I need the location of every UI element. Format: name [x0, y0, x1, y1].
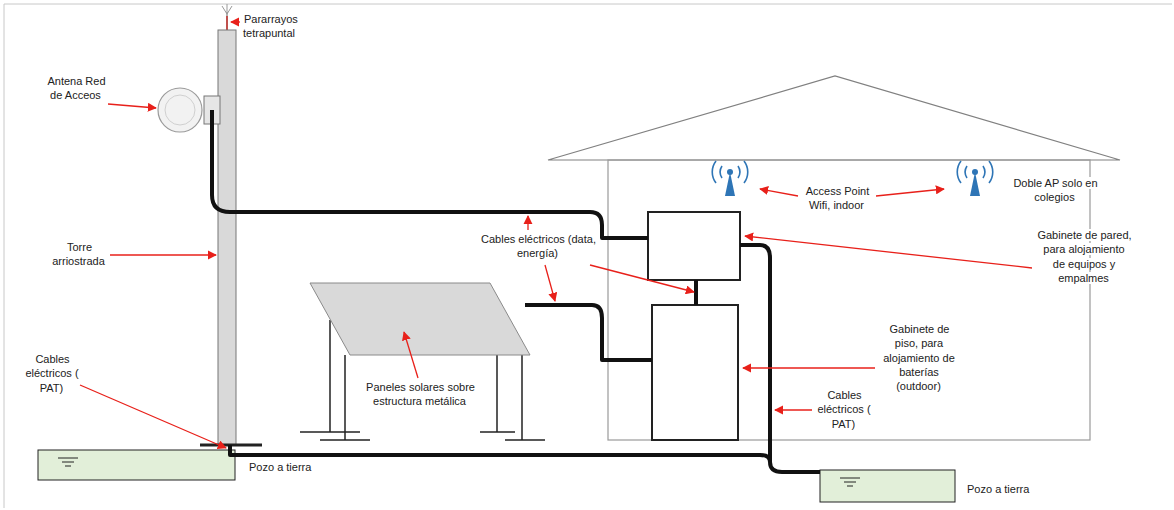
callout-label: Antena Red de Acceos — [44, 74, 108, 103]
ground-well — [38, 450, 235, 480]
label-text: Torre arriostrada — [52, 241, 106, 267]
ground-well — [820, 470, 955, 502]
house-roof — [548, 76, 1120, 160]
well-label: Pozo a tierra — [966, 482, 1056, 496]
callout-label: Paneles solares sobre estructura metálic… — [362, 380, 478, 409]
antenna-dish-ring — [165, 95, 195, 125]
label-text: Pozo a tierra — [248, 461, 312, 473]
antenna-dish — [158, 88, 202, 132]
ground-symbol — [58, 458, 78, 466]
callout-label: Torre arriostrada — [48, 240, 110, 269]
label-text: Cables eléctricos ( PAT) — [817, 389, 870, 430]
label-text: Paneles solares sobre estructura metálic… — [365, 381, 475, 407]
wifi-access-point — [712, 161, 748, 196]
label-text: Pozo a tierra — [966, 483, 1030, 495]
callout-label: Cables eléctricos (data, energía) — [478, 232, 598, 261]
floor-cabinet — [652, 305, 738, 440]
wall-cabinet — [648, 212, 740, 280]
callout-label: Cables eléctricos ( PAT) — [812, 388, 876, 431]
house-wall — [608, 160, 1090, 440]
callout-label: Gabinete de piso, para alojamiento de ba… — [876, 322, 962, 393]
callout-label: Cables eléctricos ( PAT) — [20, 352, 84, 395]
solar-panel — [310, 283, 530, 355]
frame — [4, 4, 1172, 508]
label-text: Access Point Wifi, indoor — [805, 185, 870, 211]
label-text: Cables eléctricos (data, energía) — [480, 233, 596, 259]
lightning-rod — [226, 12, 228, 30]
guyed-tower — [218, 30, 236, 445]
callout-label: Pararrayos tetrapuntal — [243, 12, 323, 41]
callout-label: Doble AP solo en colegios — [1008, 176, 1102, 205]
lightning-rod-tips — [222, 4, 232, 14]
label-text: Gabinete de pared, para alojamiento de e… — [1036, 229, 1131, 284]
wifi-access-point — [957, 161, 993, 196]
ground-symbol — [840, 478, 860, 486]
label-text: Antena Red de Acceos — [46, 75, 105, 101]
label-text: Cables eléctricos ( PAT) — [25, 353, 78, 394]
well-label: Pozo a tierra — [248, 460, 338, 474]
label-text: Pararrayos tetrapuntal — [243, 13, 298, 39]
lightning-rod-base — [226, 16, 228, 30]
callout-label: Access Point Wifi, indoor — [800, 184, 874, 213]
leader-arrows — [80, 22, 1032, 448]
callout-label: Gabinete de pared, para alojamiento de e… — [1036, 228, 1132, 285]
cables — [212, 110, 820, 472]
label-text: Doble AP solo en colegios — [1012, 177, 1097, 203]
label-text: Gabinete de piso, para alojamiento de ba… — [883, 323, 955, 392]
